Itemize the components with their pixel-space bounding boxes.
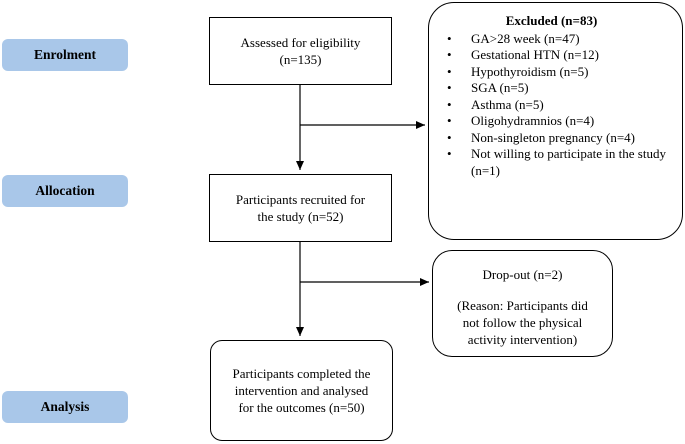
assessed-line2: (n=135) (279, 52, 322, 67)
excluded-list: GA>28 week (n=47) Gestational HTN (n=12)… (445, 31, 674, 180)
stage-label-allocation: Allocation (2, 175, 128, 207)
excluded-item: Oligohydramnios (n=4) (445, 113, 674, 130)
dropout-box: Drop-out (n=2) (Reason: Participants did… (432, 250, 613, 357)
recruited-box: Participants recruited for the study (n=… (209, 174, 392, 242)
excluded-item: Non-singleton pregnancy (n=4) (445, 130, 674, 147)
excluded-title: Excluded (n=83) (505, 13, 598, 28)
excluded-item: Not willing to participate in the study … (445, 146, 674, 179)
completed-line2: intervention and analysed (234, 383, 369, 398)
completed-line3: for the outcomes (n=50) (238, 400, 365, 415)
assessed-line1: Assessed for eligibility (240, 35, 361, 50)
excluded-item: Hypothyroidism (n=5) (445, 64, 674, 81)
dropout-title: Drop-out (n=2) (482, 267, 563, 282)
dropout-reason: (Reason: Participants did not follow the… (433, 297, 612, 348)
excluded-box: Excluded (n=83) GA>28 week (n=47) Gestat… (428, 2, 683, 240)
dropout-reason-line3: activity intervention) (467, 332, 578, 347)
excluded-item: SGA (n=5) (445, 80, 674, 97)
stage-label-enrolment: Enrolment (2, 39, 128, 71)
assessed-box: Assessed for eligibility (n=135) (209, 17, 392, 85)
excluded-item: GA>28 week (n=47) (445, 31, 674, 48)
excluded-item: Asthma (n=5) (445, 97, 674, 114)
recruited-line2: the study (n=52) (257, 209, 344, 224)
stage-label-analysis: Analysis (2, 391, 128, 423)
dropout-reason-line1: (Reason: Participants did (457, 298, 588, 313)
completed-box: Participants completed the intervention … (210, 340, 393, 441)
completed-line1: Participants completed the (232, 366, 371, 381)
dropout-reason-line2: not follow the physical (462, 315, 583, 330)
recruited-line1: Participants recruited for (235, 192, 366, 207)
excluded-item: Gestational HTN (n=12) (445, 47, 674, 64)
